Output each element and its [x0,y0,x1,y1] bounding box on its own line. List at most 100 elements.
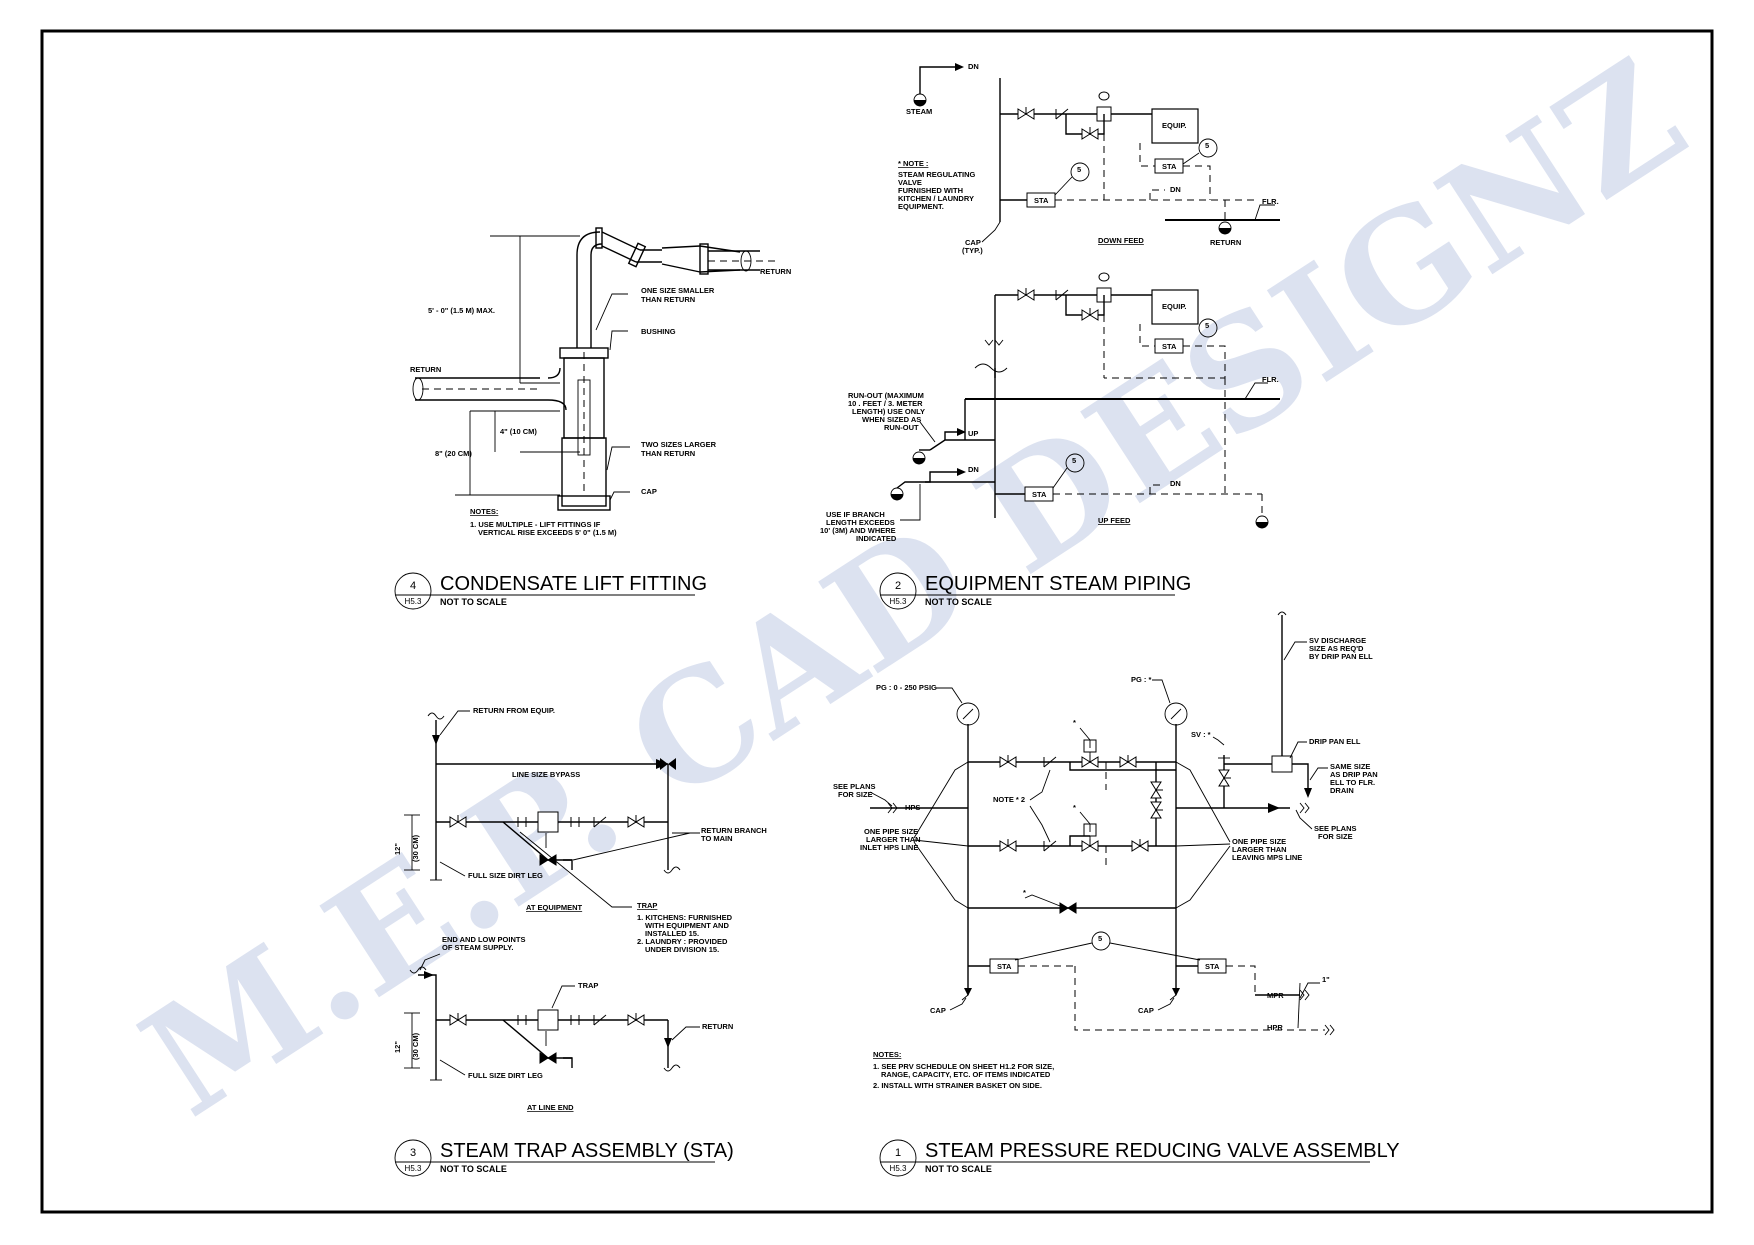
label-return-top: RETURN [760,267,791,276]
label-same-1: SAME SIZE [1330,762,1370,771]
detail-title-4: CONDENSATE LIFT FITTING [440,573,707,595]
detail-title-2: EQUIPMENT STEAM PIPING [925,573,1191,595]
label-one-l2: LARGER THAN [1232,845,1287,854]
note-line-1: STEAM REGULATING [898,170,976,179]
trap-note-2b: UNDER DIVISION 15. [645,945,719,954]
detail-title-1: STEAM PRESSURE REDUCING VALVE ASSEMBLY [925,1140,1400,1162]
label-sta-prv-2: STA [1205,962,1220,971]
label-star-2: * [1073,803,1076,812]
label-dn-2: DN [1170,185,1181,194]
note-line-5: EQUIPMENT. [898,202,944,211]
label-four-in: 4" (10 CM) [500,427,537,436]
trap-note-2a: 2. LAUNDRY : PROVIDED [637,937,728,946]
detail-sheet-3: H5.3 [405,1164,422,1173]
label-return-left: RETURN [410,365,441,374]
label-up: UP [968,429,978,438]
trap-note-1b: WITH EQUIPMENT AND [645,921,729,930]
label-use-2: LENGTH EXCEEDS [826,518,895,527]
detail-number-2: 2 [895,580,901,592]
label-two-sizes: TWO SIZES LARGER [641,440,717,449]
label-one-l1: ONE PIPE SIZE [1232,837,1286,846]
label-trap-2: TRAP [578,981,598,990]
label-cap-prv-2: CAP [1138,1006,1154,1015]
detail-steam-trap-assembly: RETURN FROM EQUIP. LINE SIZE BYPASS RETU… [393,706,767,1177]
note-line-3: FURNISHED WITH [898,186,963,195]
label-up-feed: UP FEED [1098,516,1131,525]
label-sv-dis-3: BY DRIP PAN ELL [1309,652,1373,661]
label-sta-3: STA [1162,342,1177,351]
notes-heading: NOTES: [470,507,498,516]
label-runout-1: RUN-OUT (MAXIMUM [848,391,924,400]
label-runout-3: LENGTH) USE ONLY [852,407,925,416]
label-equip-2: EQUIP. [1162,302,1186,311]
detail-sheet-2: H5.3 [890,597,907,606]
label-thirty-2: (30 CM) [411,1032,420,1060]
label-five-3: 5 [1205,321,1209,330]
label-one-2: LARGER THAN [866,835,921,844]
detail-scale-2: NOT TO SCALE [925,597,992,607]
label-cap-1: CAP [965,238,981,247]
label-down-feed: DOWN FEED [1098,236,1144,245]
label-max-height: 5' - 0" (1.5 M) MAX. [428,306,495,315]
note-heading: * NOTE : [898,159,928,168]
label-drip: DRIP PAN ELL [1309,737,1361,746]
label-sv: SV : * [1191,730,1211,739]
label-at-line-end: AT LINE END [527,1103,574,1112]
label-return-branch: RETURN BRANCH [701,826,767,835]
sheet-border [40,29,1714,1214]
label-return-from: RETURN FROM EQUIP. [473,706,555,715]
note-1b: VERTICAL RISE EXCEEDS 5' 0" (1.5 M) [478,528,617,537]
label-flr-2: FLR. [1262,375,1279,384]
detail-scale-3: NOT TO SCALE [440,1164,507,1174]
label-one-size: ONE SIZE SMALLER [641,286,715,295]
detail-number-3: 3 [410,1147,416,1159]
trap-note-1a: 1. KITCHENS: FURNISHED [637,913,733,922]
label-pg-1: PG : 0 - 250 PSIG [876,683,937,692]
label-return-1: RETURN [1210,238,1241,247]
label-at-equipment: AT EQUIPMENT [526,903,583,912]
label-two-sizes-2: THAN RETURN [641,449,695,458]
detail-scale-1: NOT TO SCALE [925,1164,992,1174]
label-note-2: NOTE * 2 [993,795,1025,804]
label-dirt-2: FULL SIZE DIRT LEG [468,1071,543,1080]
detail-prv-assembly: PG : 0 - 250 PSIG PG : * * * * NOTE * 2 [833,611,1400,1177]
label-thirty-1: (30 CM) [411,834,420,862]
label-use-3: 10' (3M) AND WHERE [820,526,896,535]
label-bypass: LINE SIZE BYPASS [512,770,580,779]
label-pg-2: PG : * [1131,675,1152,684]
prv-note-2: 2. INSTALL WITH STRAINER BASKET ON SIDE. [873,1081,1042,1090]
label-cap-prv-1: CAP [930,1006,946,1015]
label-use-1: USE IF BRANCH [826,510,885,519]
label-sta-prv-1: STA [997,962,1012,971]
detail-sheet-1: H5.3 [890,1164,907,1173]
note-line-4: KITCHEN / LAUNDRY [898,194,974,203]
label-runout-4: WHEN SIZED AS [862,415,921,424]
label-sv-dis-1: SV DISCHARGE [1309,636,1366,645]
label-dn-3: DN [968,465,979,474]
label-five-prv: 5 [1098,934,1102,943]
label-same-2: AS DRIP PAN [1330,770,1378,779]
detail-scale-4: NOT TO SCALE [440,597,507,607]
label-eight-in: 8" (20 CM) [435,449,472,458]
label-hps: HPS [905,803,920,812]
trap-heading: TRAP [637,901,657,910]
label-twelve-2: 12" [393,1041,402,1053]
label-twelve-1: 12" [393,843,402,855]
label-star-1: * [1073,718,1076,727]
label-see-1: SEE PLANS [833,782,876,791]
label-end-2: OF STEAM SUPPLY. [442,943,513,952]
detail-number-4: 4 [410,580,416,592]
label-return-2: RETURN [702,1022,733,1031]
label-equip-1: EQUIP. [1162,121,1186,130]
label-cap-2: (TYP.) [962,246,983,255]
label-one-1: ONE PIPE SIZE [864,827,918,836]
detail-sheet-4: H5.3 [405,597,422,606]
detail-title-3: STEAM TRAP ASSEMBLY (STA) [440,1140,734,1162]
detail-number-1: 1 [895,1147,901,1159]
label-see-2: FOR SIZE [838,790,873,799]
label-sta-1: STA [1162,162,1177,171]
label-bushing: BUSHING [641,327,676,336]
label-same-4: DRAIN [1330,786,1354,795]
label-sv-dis-2: SIZE AS REQ'D [1309,644,1364,653]
